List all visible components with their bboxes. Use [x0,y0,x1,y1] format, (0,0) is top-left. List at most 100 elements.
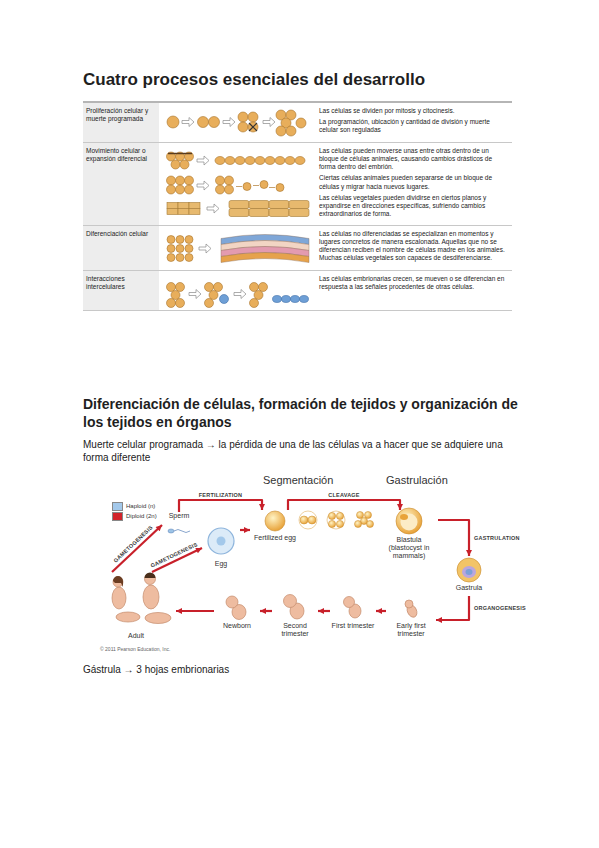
description-text: Las células se dividen por mitosis y cit… [319,107,509,115]
sperm-figure [168,529,174,533]
cleavage-figure [357,512,364,519]
legend-entry: Haploid (n) [112,501,157,511]
cleavage-figure [328,520,335,527]
development-stage: First trimester [330,598,376,638]
description-text: Las células vegetales pueden dividirse e… [319,194,509,218]
process-row: Diferenciación celular Las células no dif… [83,226,512,271]
sperm-figure [168,529,190,533]
cleavage-figure [327,511,345,529]
process-row: Movimiento celular o expansión diferenci… [83,143,512,226]
cleavage-figure [300,516,308,524]
egg-figure [217,537,226,546]
fetus-figure [344,597,355,608]
process-description: Las células no diferenciadas se especial… [316,226,512,270]
cleavage-figure [365,512,372,519]
legend-text: Diploid (2n) [126,513,157,519]
stage-arrow [376,610,386,612]
egg-figure [208,528,234,554]
adult-figures [112,587,126,609]
blastula-figure [396,508,422,534]
cleavage-figure [299,511,317,529]
adult-figures [143,585,159,609]
blastula-figure [400,514,408,520]
life-cycle-figure [112,508,481,624]
process-label: CLEAVAGE [327,492,360,498]
stage-label: Second trimester [272,622,318,638]
blastula-figure [396,508,422,534]
embryo-stage: Gastrula [446,556,492,596]
description-text: Las células embrionarias crecen, se muev… [319,275,509,291]
stage-arrow [179,500,262,512]
process-description: Las células pueden moverse unas entre ot… [316,143,512,225]
newborn-figure [226,596,238,608]
embryo-stage: Blastula (blastocyst in mammals) [380,510,438,562]
gamete-stage: Sperm [162,512,196,538]
stage-label: Newborn [214,622,260,630]
development-stage: Early first trimester [386,598,436,640]
stage-arrow [438,520,469,556]
page-title: Cuatro procesos esenciales del desarroll… [83,70,543,90]
process-name: Diferenciación celular [83,226,159,242]
legend-text: Haploid (n) [126,503,155,509]
process-label: FERTILIZATION [198,492,243,498]
adult-figures [145,574,156,585]
legend-swatch [112,502,123,511]
cleavage-figure [355,521,362,528]
process-label: GAMETOGENESIS [111,524,154,565]
cleavage-figure [328,512,335,519]
process-name: Movimiento celular o expansión diferenci… [83,143,159,167]
section-heading: Diferenciación de células, formación de … [83,396,523,431]
adult-figures [145,613,171,624]
stage-arrow [318,610,330,612]
stage-label: Gastrula [446,584,492,592]
zygote-figure [265,511,285,531]
stage-arrow [176,610,214,612]
stage-arrow [288,500,400,510]
fetus-figure [344,597,362,619]
process-description: Las células embrionarias crecen, se muev… [316,271,512,298]
cleavage-figure [336,520,343,527]
note-text: Muerte celular programada → la pérdida d… [83,439,513,464]
fetus-figure [284,595,305,620]
process-label: GAMETOGENESIS [149,540,199,568]
process-label: GASTRULATION [473,535,521,541]
stage-label: Sperm [162,512,196,520]
description-text: La programación, ubicación y cantidad de… [319,118,509,134]
adult-figures [116,612,140,622]
stage-label: First trimester [330,622,376,630]
adult-figures [145,573,156,579]
stage-arrow [436,596,469,620]
gastrula-figure [462,566,476,578]
cleavage-figure [308,516,316,524]
stage-heading: Gastrulación [386,474,448,488]
blastula-figure [401,514,418,531]
gastrula-figure [466,569,473,575]
zygote-figure [265,511,285,531]
cleavage-figure [299,511,374,529]
development-stage: Newborn [214,596,260,636]
cleavage-figure [367,521,374,528]
process-label: ORGANOGENESIS [473,605,527,611]
sperm-figure [174,530,190,533]
stage-label: Fertilized egg [250,534,300,542]
description-text: Las células no diferenciadas se especial… [319,230,509,263]
cleavage-figure [336,512,343,519]
stage-label: Egg [202,560,240,568]
gastrula-figure [457,558,481,582]
process-name: Proliferación celular y muerte programad… [83,103,159,127]
stage-label: Adult [96,632,176,640]
embryo-stage: Fertilized egg [250,510,300,548]
embryo-figure [405,600,419,619]
legend-entry: Diploid (2n) [112,511,157,521]
egg-figure [208,528,234,554]
process-row: Interacciones intercelularesLas células … [83,271,512,311]
process-row: Proliferación celular y muerte programad… [83,101,512,143]
copyright-note: © 2011 Pearson Education, Inc. [100,646,170,652]
fetus-figure [284,595,297,608]
gastrula-figure [457,558,481,582]
stage-label: Early first trimester [386,622,436,638]
description-text: Las células pueden moverse unas entre ot… [319,147,509,171]
adult-stage: Adult [96,572,176,642]
gamete-stage: Egg [202,526,240,570]
